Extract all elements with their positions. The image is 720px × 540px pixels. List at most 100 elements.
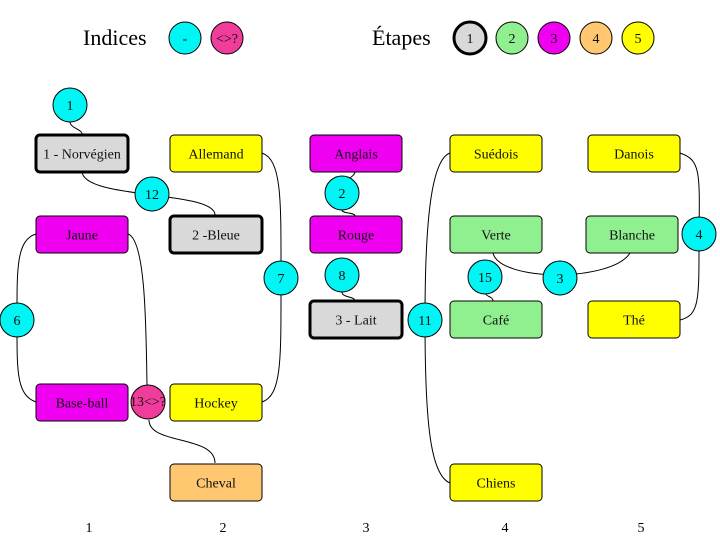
clue-label: 8 xyxy=(339,269,346,284)
node-label: Verte xyxy=(481,229,511,244)
clue-8: 8 xyxy=(324,257,360,293)
legend: Indices Étapes - <>? 1 2 3 4 5 xyxy=(83,20,655,56)
legend-etape-1: 1 xyxy=(452,20,488,56)
node-box xyxy=(35,215,129,254)
clue-circle xyxy=(0,302,35,338)
legend-indice-label: <>? xyxy=(216,32,238,47)
node-label: Base-ball xyxy=(56,397,109,412)
clue-label: 11 xyxy=(418,314,431,329)
node-label: Hockey xyxy=(194,397,238,412)
legend-etape-label: 2 xyxy=(509,32,516,47)
node-suedois: Suédois xyxy=(449,134,543,173)
node-box xyxy=(449,300,543,339)
node-boxes: 1 - Norvégien Allemand Anglais Suédois Danoi… xyxy=(34,133,681,502)
node-label: 2 -Bleue xyxy=(192,229,240,244)
node-rouge: Rouge xyxy=(309,215,403,254)
node-box xyxy=(168,214,264,255)
node-allemand: Allemand xyxy=(169,134,263,173)
clue-label: 1 xyxy=(67,99,74,114)
node-label: Danois xyxy=(614,148,654,163)
node-label: Blanche xyxy=(609,229,655,244)
indices-title: Indices xyxy=(83,25,147,50)
clue-15: 15 xyxy=(467,259,503,295)
clue-circle xyxy=(134,176,170,212)
clue-label: 3 xyxy=(557,272,564,287)
node-cafe: Café xyxy=(449,300,543,339)
legend-etape-4: 4 xyxy=(579,21,613,55)
legend-etape-label: 1 xyxy=(467,32,474,47)
node-jaune: Jaune xyxy=(35,215,129,254)
node-box xyxy=(585,215,679,254)
node-box xyxy=(169,463,263,502)
node-hockey: Hockey xyxy=(169,383,263,422)
clue-1: 1 xyxy=(52,87,88,123)
column-label-1: 1 xyxy=(86,521,93,536)
column-label-3: 3 xyxy=(363,521,370,536)
legend-etape-circle xyxy=(621,21,655,55)
node-verte: Verte xyxy=(449,215,543,254)
node-label: Thé xyxy=(623,314,645,329)
connector-jaune-c13 xyxy=(127,233,148,386)
clue-label: 4 xyxy=(696,228,703,243)
clue-12: 12 xyxy=(134,176,170,212)
node-box xyxy=(169,383,263,422)
node-lait: 3 - Lait xyxy=(308,299,404,340)
clue-circles: 1 12 2 8 15 3 4 7 6 11 13<>? xyxy=(0,87,717,420)
node-anglais: Anglais xyxy=(309,134,403,173)
clue-circle xyxy=(467,259,503,295)
node-label: Cheval xyxy=(196,477,236,492)
node-label: 3 - Lait xyxy=(335,314,376,329)
node-cheval: Cheval xyxy=(169,463,263,502)
clue-circle xyxy=(324,175,360,211)
clue-circle xyxy=(324,257,360,293)
node-blanche: Blanche xyxy=(585,215,679,254)
legend-indice-1: <>? xyxy=(210,21,244,55)
clue-label: 6 xyxy=(14,314,21,329)
node-label: Allemand xyxy=(188,148,243,163)
node-box xyxy=(587,300,681,339)
legend-etape-circle xyxy=(537,21,571,55)
clue-circle xyxy=(407,302,443,338)
legend-etape-label: 4 xyxy=(593,32,600,47)
node-box xyxy=(449,134,543,173)
clue-circle xyxy=(130,384,166,420)
node-box xyxy=(309,134,403,173)
node-box xyxy=(308,299,404,340)
node-box xyxy=(35,383,129,422)
node-box xyxy=(449,463,543,502)
column-label-2: 2 xyxy=(220,521,227,536)
column-labels: 1 2 3 4 5 xyxy=(86,521,645,536)
node-label: Chiens xyxy=(477,477,516,492)
clue-7: 7 xyxy=(263,260,299,296)
node-norvegien: 1 - Norvégien xyxy=(34,133,130,174)
legend-indice-circle xyxy=(210,21,244,55)
legend-indice-0: - xyxy=(168,21,202,55)
etapes-title: Étapes xyxy=(372,25,431,50)
column-label-5: 5 xyxy=(638,521,645,536)
node-label: Café xyxy=(483,314,509,329)
legend-etape-3: 3 xyxy=(537,21,571,55)
node-box xyxy=(169,134,263,173)
legend-etape-2: 2 xyxy=(495,21,529,55)
clue-2: 2 xyxy=(324,175,360,211)
legend-etape-circle xyxy=(495,21,529,55)
node-the: Thé xyxy=(587,300,681,339)
legend-etape-circle xyxy=(452,20,488,56)
clue-label: 13<>? xyxy=(130,395,166,410)
node-bleue: 2 -Bleue xyxy=(168,214,264,255)
connector-c1-norvegien xyxy=(69,121,83,136)
column-label-4: 4 xyxy=(502,521,509,536)
connector-c13-cheval xyxy=(148,419,216,464)
node-chiens: Chiens xyxy=(449,463,543,502)
node-label: Anglais xyxy=(334,148,378,163)
legend-indice-label: - xyxy=(183,32,188,47)
node-label: Suédois xyxy=(474,148,518,163)
legend-etape-circle xyxy=(579,21,613,55)
clue-circle xyxy=(542,260,578,296)
node-box xyxy=(34,133,130,174)
node-label: Jaune xyxy=(66,229,98,244)
clue-circle xyxy=(263,260,299,296)
legend-etape-label: 5 xyxy=(635,32,642,47)
